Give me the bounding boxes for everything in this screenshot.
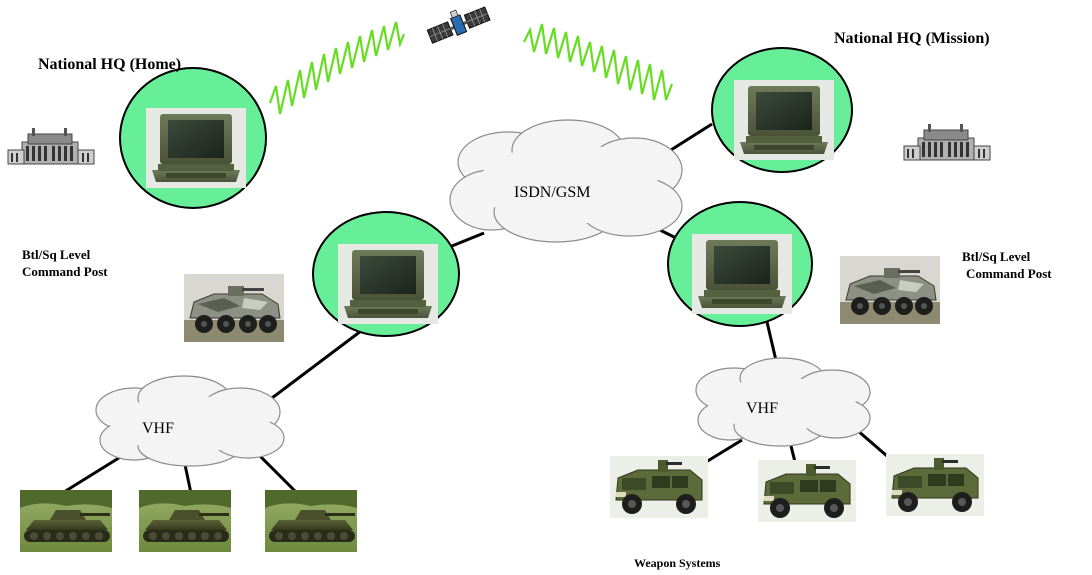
vhf-right-label: VHF [746,400,779,417]
node-hq-mission [711,47,853,173]
tank-icon [20,490,112,552]
rugged-laptop-icon [338,244,438,324]
cp-right-label-line1: Btl/Sq Level [962,249,1031,264]
armored-vehicle-icon [183,273,285,343]
cp-right-label: Btl/Sq Level Command Post [962,248,1052,282]
hq-mission-label: National HQ (Mission) [834,30,990,47]
cp-left-label-line1: Btl/Sq Level [22,247,91,262]
armored-truck-icon [609,455,709,519]
node-cp-right [667,201,813,327]
vhf-left-cloud [95,375,285,467]
node-hq-home [119,67,267,209]
node-cp-left [312,211,460,337]
rugged-laptop-icon [146,108,246,188]
isdn-gsm-label: ISDN/GSM [514,184,591,201]
cp-right-label-line2: Command Post [966,266,1052,281]
cp-left-label: Btl/Sq Level Command Post [22,246,108,280]
armored-vehicle-icon [839,255,941,325]
wave-home-satellite [268,21,406,115]
link-isdn-cp-left [446,231,485,250]
wave-satellite-mission [523,23,674,101]
link-cp-left-vhf-left [263,329,362,406]
vhf-right-cloud [695,357,871,447]
cp-left-label-line2: Command Post [22,264,108,279]
building-icon [903,123,991,161]
vhf-left-label: VHF [142,420,175,437]
rugged-laptop-icon [734,80,834,160]
hq-home-label: National HQ (Home) [38,56,182,73]
armored-truck-icon [757,459,857,523]
satellite-waves [268,21,674,115]
armored-truck-icon [885,453,985,517]
rugged-laptop-icon [692,234,792,314]
weapon-systems-label: Weapon Systems [634,556,721,570]
tank-icon [139,490,231,552]
link-vhf-right-truck-1 [705,438,743,464]
building-icon [7,127,95,165]
tank-icon [265,490,357,552]
satellite-icon [423,0,492,46]
isdn-gsm-cloud [449,119,683,243]
